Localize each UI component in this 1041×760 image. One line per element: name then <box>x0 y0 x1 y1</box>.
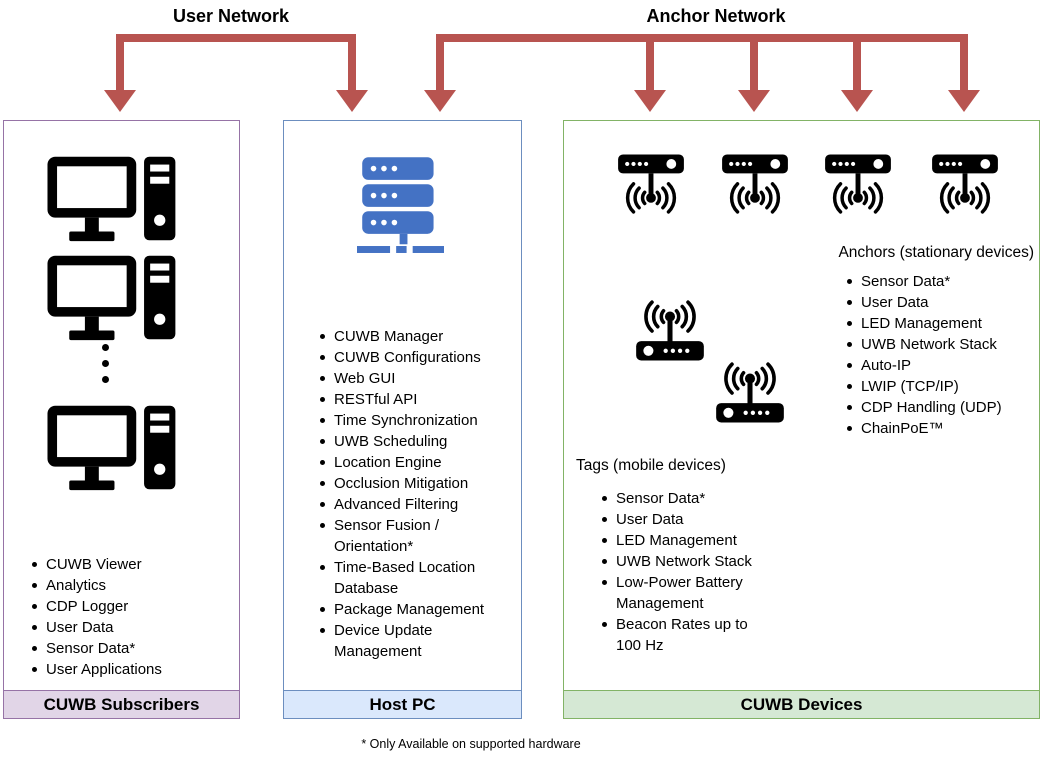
desktop-computer-icon <box>44 404 178 491</box>
list-item: LWIP (TCP/IP) <box>844 376 1031 397</box>
arrow-down-icon <box>424 90 456 112</box>
user-network-connector-bar <box>116 34 356 42</box>
arrow-down-icon <box>948 90 980 112</box>
list-item: Time-Based Location Database <box>317 557 506 599</box>
hardware-footnote: * Only Available on supported hardware <box>361 737 581 751</box>
vertical-ellipsis-icon <box>102 344 109 383</box>
anchors-section-label: Anchors (stationary devices) <box>838 244 1034 261</box>
anchor-network-connector-bar <box>436 34 968 42</box>
list-item: User Data <box>29 617 226 638</box>
user-network-arrow-stem <box>348 34 356 92</box>
desktop-computer-icon <box>44 155 178 242</box>
anchor-network-arrow-stem <box>750 34 758 92</box>
list-item: User Data <box>599 509 766 530</box>
tag-router-icon <box>714 357 786 429</box>
anchor-router-icon <box>616 151 686 221</box>
cuwb-devices-box: Anchors (stationary devices) Sensor Data… <box>563 120 1040 719</box>
arrow-down-icon <box>738 90 770 112</box>
list-item: RESTful API <box>317 389 506 410</box>
list-item: Web GUI <box>317 368 506 389</box>
list-item: CUWB Configurations <box>317 347 506 368</box>
tags-section-label: Tags (mobile devices) <box>576 457 726 474</box>
desktop-computer-icon <box>44 254 178 341</box>
list-item: Analytics <box>29 575 226 596</box>
list-item: Auto-IP <box>844 355 1031 376</box>
arrow-down-icon <box>336 90 368 112</box>
list-item: Sensor Data* <box>599 488 766 509</box>
list-item: Occlusion Mitigation <box>317 473 506 494</box>
list-item: UWB Network Stack <box>844 334 1031 355</box>
list-item: Advanced Filtering <box>317 494 506 515</box>
list-item: LED Management <box>599 530 766 551</box>
list-item: Sensor Fusion / Orientation* <box>317 515 506 557</box>
list-item: User Data <box>844 292 1031 313</box>
anchor-router-icon <box>823 151 893 221</box>
anchor-network-label: Anchor Network <box>646 6 786 26</box>
host-pc-title: Host PC <box>284 690 521 718</box>
list-item: Sensor Data* <box>29 638 226 659</box>
anchor-network-arrow-stem <box>436 34 444 92</box>
list-item: Time Synchronization <box>317 410 506 431</box>
cuwb-devices-title: CUWB Devices <box>564 690 1039 718</box>
anchor-network-arrow-stem <box>853 34 861 92</box>
list-item: Device Update Management <box>317 620 506 662</box>
list-item: UWB Scheduling <box>317 431 506 452</box>
anchor-router-icon <box>930 151 1000 221</box>
cuwb-subscribers-title: CUWB Subscribers <box>4 690 239 718</box>
list-item: Package Management <box>317 599 506 620</box>
anchor-router-icon <box>720 151 790 221</box>
list-item: LED Management <box>844 313 1031 334</box>
list-item: UWB Network Stack <box>599 551 766 572</box>
list-item: Low-Power Battery Management <box>599 572 766 614</box>
list-item: CDP Handling (UDP) <box>844 397 1031 418</box>
arrow-down-icon <box>841 90 873 112</box>
user-network-arrow-stem <box>116 34 124 92</box>
anchor-network-arrow-stem <box>646 34 654 92</box>
list-item: Location Engine <box>317 452 506 473</box>
list-item: CUWB Manager <box>317 326 506 347</box>
arrow-down-icon <box>104 90 136 112</box>
list-item: ChainPoE™ <box>844 418 1031 439</box>
anchor-network-arrow-stem <box>960 34 968 92</box>
cuwb-devices-body: Anchors (stationary devices) Sensor Data… <box>564 121 1039 690</box>
list-item: CUWB Viewer <box>29 554 226 575</box>
list-item: Beacon Rates up to 100 Hz <box>599 614 766 656</box>
list-item: CDP Logger <box>29 596 226 617</box>
user-network-label: User Network <box>172 6 290 26</box>
server-icon <box>357 157 444 255</box>
list-item: User Applications <box>29 659 226 680</box>
tag-router-icon <box>634 295 706 367</box>
list-item: Sensor Data* <box>844 271 1031 292</box>
arrow-down-icon <box>634 90 666 112</box>
